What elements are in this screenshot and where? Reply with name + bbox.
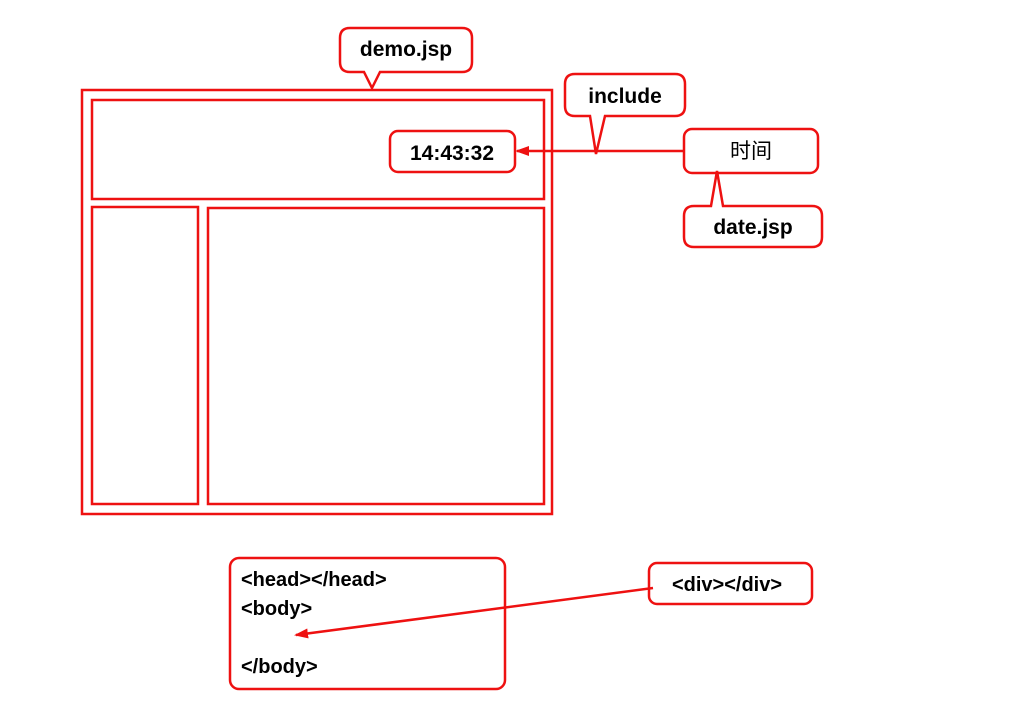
demo-jsp-label: demo.jsp <box>359 38 453 61</box>
page-outer-frame <box>80 88 554 516</box>
include-label: include <box>588 85 662 108</box>
main-content-region <box>206 206 546 506</box>
div-tag-box <box>647 561 814 606</box>
code-line-body-close: </body> <box>241 656 318 678</box>
date-jsp-label: date.jsp <box>713 216 793 239</box>
left-sidebar-region <box>90 205 200 506</box>
include-callout-box <box>563 72 687 155</box>
code-box <box>228 556 507 691</box>
div-insert-arrow <box>294 586 654 639</box>
time-cn-label: 时间 <box>730 140 772 163</box>
code-line-body-open: <body> <box>241 598 313 620</box>
date-callout-box <box>682 170 824 249</box>
demo-callout-box <box>338 26 474 91</box>
time-value-label: 14:43:32 <box>409 142 495 165</box>
header-region <box>90 98 546 201</box>
code-line-head: <head></head> <box>241 569 387 591</box>
div-tag-label: <div></div> <box>671 574 783 596</box>
